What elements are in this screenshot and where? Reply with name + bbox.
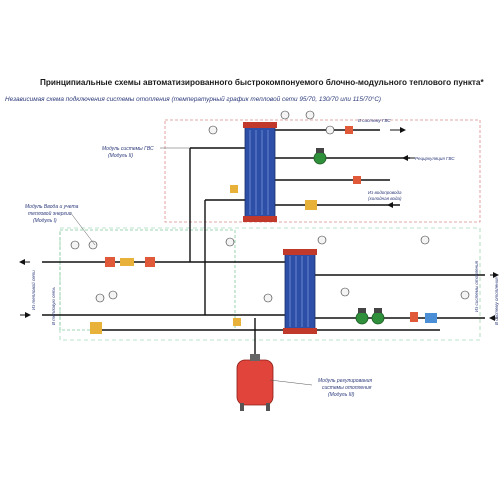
diagram-title: Принципиальные схемы автоматизированного…	[40, 78, 484, 87]
input-module-label-1: Модуль Ввода и учета	[25, 204, 79, 210]
leader-lines	[69, 147, 313, 386]
heating-module-label: Модуль регулирования системы отопления (…	[318, 378, 372, 398]
pump-heating-1	[355, 308, 369, 325]
module-dhw-boundary	[164, 119, 481, 223]
to-heat-network-label: В тепловую сеть	[51, 286, 56, 325]
from-heat-network-label: Из тепловой сети	[30, 270, 36, 310]
valves	[90, 126, 437, 334]
dhw-module-label-1: Модуль системы ГВС	[102, 146, 154, 152]
heat-exchanger-dhw	[243, 122, 277, 222]
heating-module-label-2: системы отопления	[322, 385, 372, 391]
diagram-subtitle: Независимая схема подключения системы от…	[5, 96, 382, 103]
from-heating-label: Из системы отопления	[474, 260, 479, 312]
heating-module-label-1: Модуль регулирования	[318, 378, 372, 384]
input-module-label: Модуль Ввода и учета тепловой энергии (М…	[25, 204, 79, 224]
heat-exchanger-heating	[283, 249, 317, 334]
heating-module-label-3: (Модуль III)	[328, 392, 355, 398]
pump-dhw	[313, 148, 327, 165]
pressure-gauges	[70, 110, 470, 303]
expansion-tank	[236, 354, 274, 411]
to-heating-label: В систему отопления	[494, 277, 499, 325]
pump-heating-2	[371, 308, 385, 325]
dhw-module-label: Модуль системы ГВС (Модуль II)	[102, 146, 154, 159]
to-dhw-system-label: В систему ГВС	[358, 118, 391, 123]
from-water-label-2: (холодная вода)	[368, 196, 402, 201]
module-heating-boundary	[59, 227, 481, 341]
input-module-label-2: тепловой энергии	[28, 210, 72, 217]
from-water-label-1: Из водопровода	[368, 190, 402, 195]
pipe-network	[42, 129, 485, 360]
flow-arrows	[19, 127, 499, 321]
dhw-module-label-2: (Модуль II)	[108, 153, 133, 159]
input-module-label-3: (Модуль I)	[33, 218, 57, 224]
from-water-label: Из водопровода (холодная вода)	[368, 190, 402, 201]
dhw-recirc-label: Рециркуляция ГВС	[415, 156, 455, 161]
